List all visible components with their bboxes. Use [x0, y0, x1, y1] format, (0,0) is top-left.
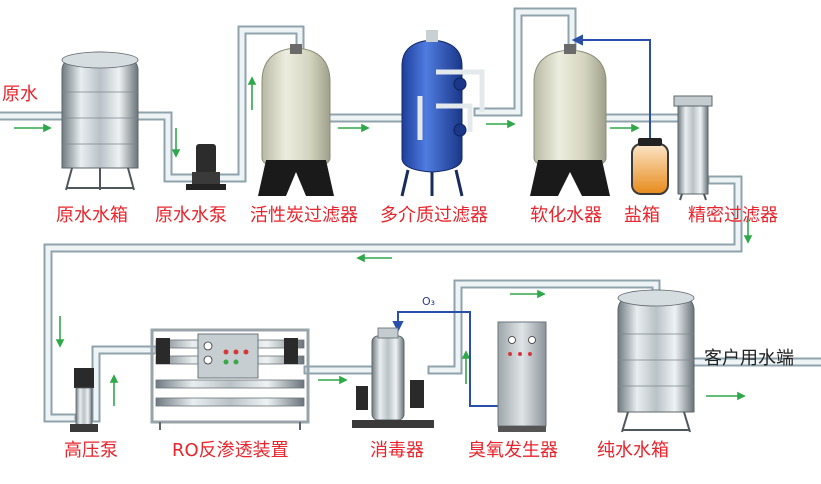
- flow-arrow-left-down: [55, 316, 65, 348]
- label-disinfector: 消毒器: [370, 440, 424, 461]
- flow-arrow-precision-down: [743, 216, 753, 244]
- disinfector-graphic: [352, 327, 434, 428]
- outlet-label: 客户用水端: [704, 348, 794, 369]
- flow-arrow-return-left: [356, 253, 392, 263]
- label-multimedia-filter: 多介质过滤器: [380, 205, 488, 226]
- label-raw-water-tank: 原水水箱: [56, 205, 128, 226]
- label-salt-tank: 盐箱: [624, 205, 660, 226]
- ozone-generator-graphic: [497, 321, 547, 432]
- flow-arrow-carbon-out: [338, 123, 370, 133]
- label-high-pressure-pump: 高压泵: [64, 440, 118, 461]
- label-raw-water-pump: 原水水泵: [155, 205, 227, 226]
- label-ro-unit: RO反渗透装置: [172, 440, 289, 461]
- label-softener: 软化水器: [530, 205, 602, 226]
- pure-water-tank-graphic: [617, 289, 695, 433]
- ozone-label: O₃: [422, 295, 436, 308]
- control-lines: [392, 34, 651, 407]
- flow-arrow-inlet: [14, 123, 52, 133]
- brine-arrow-head: [571, 34, 583, 46]
- activated-carbon-filter-graphic: [258, 44, 334, 196]
- softener-graphic: [530, 44, 610, 196]
- flow-arrow-carbon-up: [247, 76, 257, 110]
- flow-arrow-disinfector-up: [461, 350, 471, 384]
- ozone-line: [397, 311, 500, 407]
- raw-water-pump-graphic: [186, 144, 226, 190]
- ro-unit-graphic: [150, 328, 310, 430]
- flow-arrow-pump-up: [109, 374, 119, 406]
- label-activated-carbon-filter: 活性炭过滤器: [250, 205, 358, 226]
- precision-filter-graphic: [673, 95, 713, 201]
- pipes: [0, 7, 821, 423]
- flow-arrow-multimedia-out: [486, 119, 516, 129]
- flow-arrows: [14, 76, 753, 406]
- ozone-arrow-head: [392, 321, 404, 333]
- raw-water-tank-graphic: [61, 51, 139, 191]
- flow-arrow-ro-out: [318, 375, 348, 385]
- flow-arrow-pump-down: [171, 128, 181, 158]
- flow-arrow-outlet: [706, 391, 746, 401]
- multimedia-filter-graphic: [400, 30, 485, 197]
- label-pure-water-tank: 纯水水箱: [597, 440, 669, 461]
- flow-arrow-top-right: [510, 289, 546, 299]
- brine-line: [580, 39, 651, 140]
- label-ozone-generator: 臭氧发生器: [468, 440, 558, 461]
- high-pressure-pump-graphic: [70, 368, 98, 432]
- flow-arrow-softener-out: [610, 123, 640, 133]
- salt-tank-graphic: [631, 138, 669, 195]
- inlet-label: 原水: [2, 84, 38, 105]
- label-precision-filter: 精密过滤器: [688, 205, 778, 226]
